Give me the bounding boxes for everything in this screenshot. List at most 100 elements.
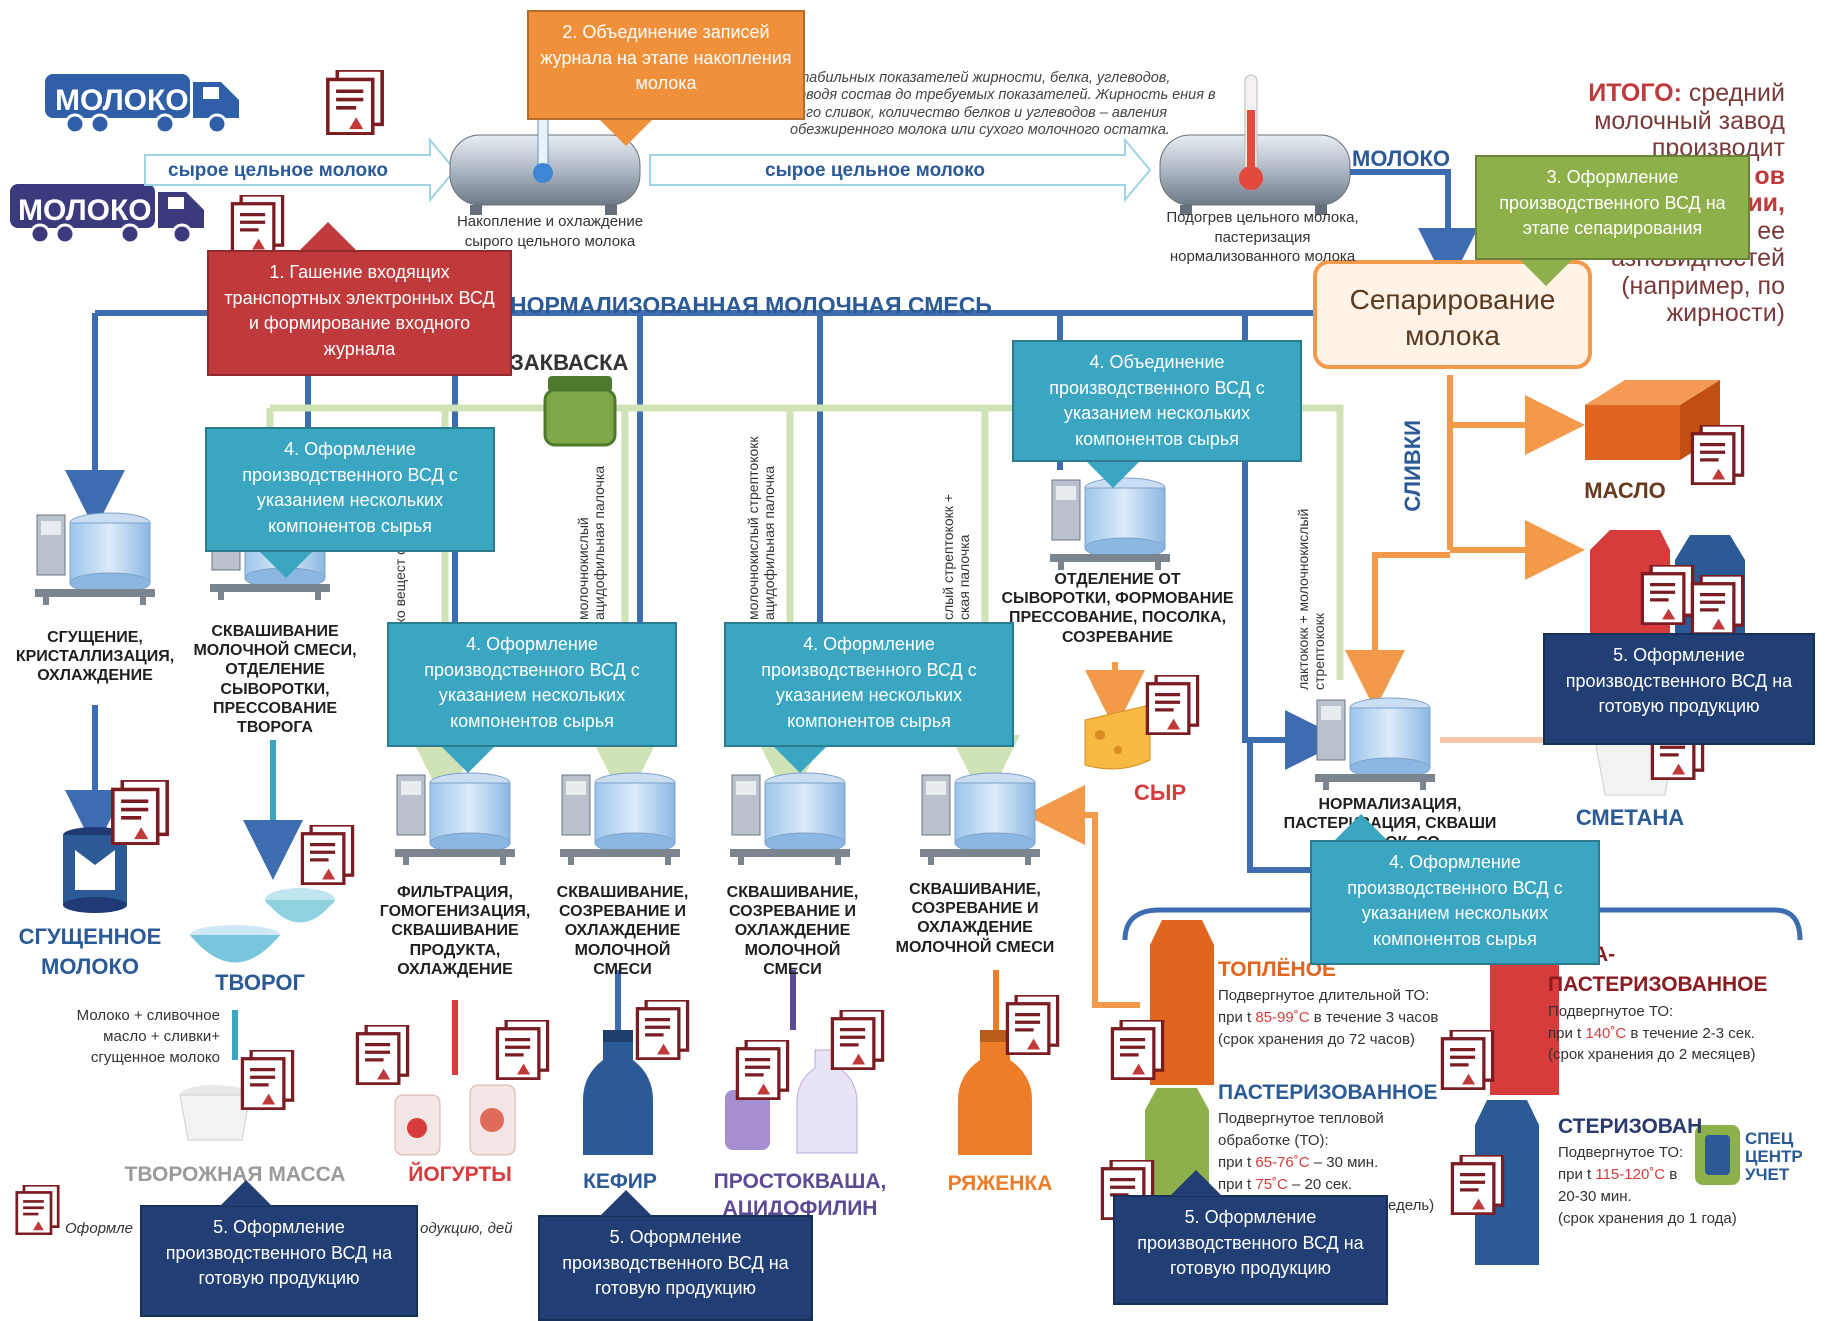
vat-icon: [395, 772, 515, 865]
storage-caption: Накопление и охлаждение сырого цельного …: [456, 213, 644, 250]
temperature-value: 65-76˚С: [1255, 1153, 1310, 1171]
raw-milk-arrow: [144, 137, 457, 203]
heating-caption: Подогрев цельного молока, пастеризация н…: [1166, 209, 1359, 265]
milk-type-line: в течение 3 часов: [1309, 1009, 1439, 1027]
heating-tank-icon: [1159, 74, 1351, 215]
document-icon: [300, 825, 355, 885]
callout-pointer: [600, 120, 652, 146]
milk-type-title: ТОПЛЁНОЕ: [1218, 958, 1337, 981]
logo-text: СПЕЦ ЦЕНТР УЧЕТ: [1745, 1129, 1803, 1184]
legend-document-icon: [15, 1185, 60, 1235]
callout-pointer: [300, 222, 356, 250]
document-icon: [1005, 995, 1060, 1055]
vat-icon: [920, 772, 1040, 865]
document-icon: [1110, 1020, 1165, 1080]
summary-text: (например, по: [1621, 271, 1785, 300]
product-label: ТВОРОГ: [215, 970, 305, 995]
product-label: РЯЖЕНКА: [947, 1172, 1053, 1195]
sterilized-carton-icon: [1475, 1100, 1539, 1265]
callout-5: 5. Оформление производственного ВСД на г…: [140, 1205, 418, 1317]
document-icon: [1690, 425, 1745, 485]
milk-type-toplenoe: ТОПЛЁНОЕ Подвергнутое длительной ТО: при…: [1218, 955, 1478, 1051]
summary-text: ии,: [1747, 189, 1785, 217]
milk-type-line: обработке (ТО):: [1218, 1132, 1329, 1150]
document-icon: [1640, 565, 1695, 625]
vat-icon: [1050, 477, 1170, 570]
milk-type-title: ПАСТЕРИЗОВАННОЕ: [1548, 973, 1768, 997]
callout-pointer: [1170, 1170, 1222, 1196]
document-icon: [1690, 575, 1745, 635]
temperature-value: 85-99˚С: [1255, 1009, 1310, 1027]
milk-type-pasteurized: ПАСТЕРИЗОВАННОЕ Подвергнутое тепловой об…: [1218, 1078, 1458, 1217]
callout-pointer: [600, 1190, 652, 1216]
callout-pointer: [1520, 260, 1572, 286]
summary-text: ов: [1754, 161, 1785, 190]
milk-type-line: – 20 сек.: [1287, 1175, 1352, 1193]
document-icon: [735, 1040, 790, 1100]
callout-4: 4. Оформление производственного ВСД с ук…: [205, 427, 495, 552]
callout-4: 4. Оформление производственного ВСД с ук…: [387, 622, 677, 747]
milk-type-line: едель): [1388, 1197, 1435, 1215]
milk-type-line: при t: [1218, 1175, 1256, 1193]
milk-type-line: Подвергнутое тепловой: [1218, 1110, 1384, 1128]
milk-type-line: (срок хранения до 72 часов): [1218, 1030, 1415, 1048]
document-icon: [111, 780, 169, 845]
callout-pointer: [774, 747, 826, 773]
summary-text: молочный завод: [1594, 106, 1785, 135]
storage-tank-icon: [449, 109, 641, 215]
summary-block: ИТОГО: средний молочный завод производит…: [1560, 79, 1785, 328]
starter-culture-label: лактококк + молочнокислый стрептококк: [1295, 508, 1327, 690]
milk-type-line: в течение 2-3 сек.: [1626, 1024, 1755, 1042]
condensed-milk-can-icon: [63, 827, 127, 913]
document-icon: [240, 1050, 295, 1110]
vat-icon: [560, 772, 680, 865]
summary-text: средний: [1688, 79, 1785, 107]
product-label: ЙОГУРТЫ: [408, 1163, 512, 1186]
callout-3: 3. Оформление производственного ВСД на э…: [1475, 155, 1750, 260]
legend-text: Оформле: [65, 1220, 133, 1237]
process-caption: СКВАШИВАНИЕ МОЛОЧНОЙ СМЕСИ, ОТДЕЛЕНИЕ СЫ…: [193, 623, 357, 736]
milk-type-line: (срок хранения до 1 года): [1558, 1209, 1737, 1227]
vat-icon: [1315, 697, 1435, 790]
starter-culture-label: молочнокислый ацидофильная палочка: [575, 465, 607, 620]
callout-pointer: [442, 747, 494, 773]
milk-type-line: при t: [1218, 1009, 1256, 1027]
summary-text: ее: [1757, 216, 1785, 245]
starter-culture-label: молочнокислый стрептококк ацидофильная п…: [745, 436, 777, 620]
logo-icon: [1695, 1125, 1740, 1185]
callout-1: 1. Гашение входящих транспортных электро…: [207, 250, 512, 376]
product-label: КЕФИР: [583, 1170, 657, 1193]
product-label: ПРОСТОКВАША, АЦИДОФИЛИН: [713, 1170, 887, 1221]
milk-type-title: ТРА-: [1568, 940, 1813, 970]
temperature-value: 75˚С: [1255, 1175, 1288, 1193]
truck-label: МОЛОКО: [55, 84, 189, 117]
process-caption: СГУЩЕНИЕ, КРИСТАЛЛИЗАЦИЯ, ОХЛАЖДЕНИЕ: [15, 629, 175, 685]
milk-type-line: (срок хранения до 2 месяцев): [1548, 1046, 1756, 1064]
product-label: СМЕТАНА: [1575, 805, 1685, 830]
document-icon: [1145, 675, 1200, 735]
tvorog-mass-cup-icon: [179, 1085, 251, 1141]
milk-type-line: Подвергнутое длительной ТО:: [1218, 987, 1430, 1005]
callout-2: 2. Объединение записей журнала на этапе …: [527, 10, 805, 120]
toplenoe-carton-icon: [1150, 920, 1214, 1085]
process-caption: СКВАШИВАНИЕ, СОЗРЕВАНИЕ И ОХЛАЖДЕНИЕ МОЛ…: [895, 881, 1055, 956]
callout-5: 5. Оформление производственного ВСД на г…: [1113, 1195, 1388, 1305]
document-icon: [635, 1000, 690, 1060]
document-icon: [230, 195, 285, 255]
vat-icon: [35, 512, 155, 605]
milk-type-title: ПАСТЕРИЗОВАННОЕ: [1218, 1081, 1438, 1104]
milk-arrow-label: МОЛОКО: [1352, 146, 1450, 171]
summary-text: жирности): [1666, 299, 1785, 327]
prostokvasha-bottle-icon: [725, 1049, 858, 1154]
milk-type-line: Подвергнутое ТО:: [1548, 1002, 1674, 1020]
callout-pointer: [220, 1180, 272, 1206]
separation-box: [1313, 260, 1592, 369]
raw-milk-label: сырое цельное молоко: [168, 160, 389, 181]
milk-type-line: в: [1665, 1166, 1678, 1184]
yogurt-jars-icon: [394, 1084, 516, 1156]
vat-icon: [730, 772, 850, 865]
kefir-bottle-icon: [583, 1030, 653, 1155]
document-icon: [830, 1010, 885, 1070]
callout-4: 4. Оформление производственного ВСД с ук…: [724, 622, 1014, 747]
callout-pointer: [260, 552, 312, 578]
